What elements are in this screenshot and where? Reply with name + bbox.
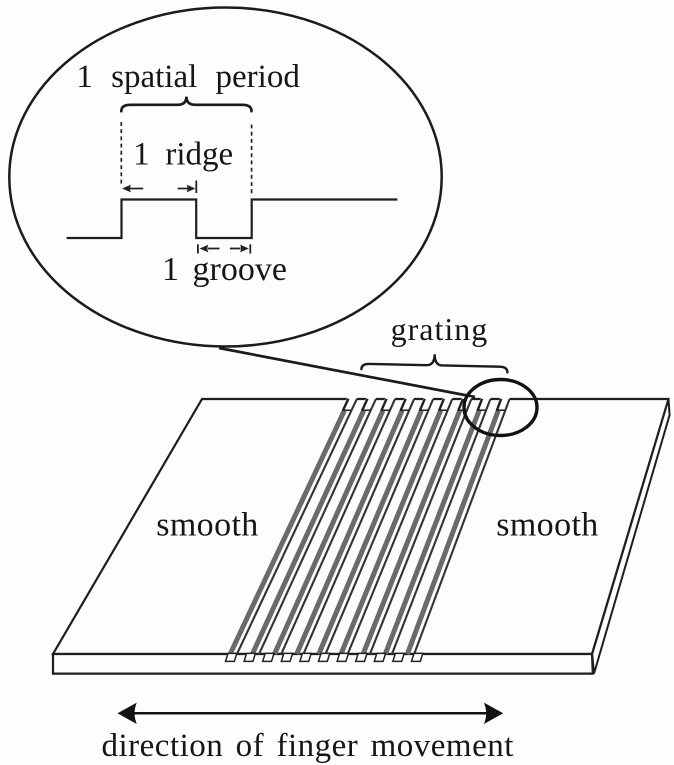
svg-text:1 groove: 1 groove [162, 251, 287, 288]
svg-text:1 spatial period: 1 spatial period [76, 59, 300, 95]
svg-text:grating: grating [391, 311, 489, 347]
svg-text:1 ridge: 1 ridge [133, 137, 233, 173]
svg-text:smooth: smooth [156, 506, 259, 543]
svg-text:smooth: smooth [496, 506, 599, 543]
svg-text:direction of finger movement: direction of finger movement [102, 728, 514, 764]
